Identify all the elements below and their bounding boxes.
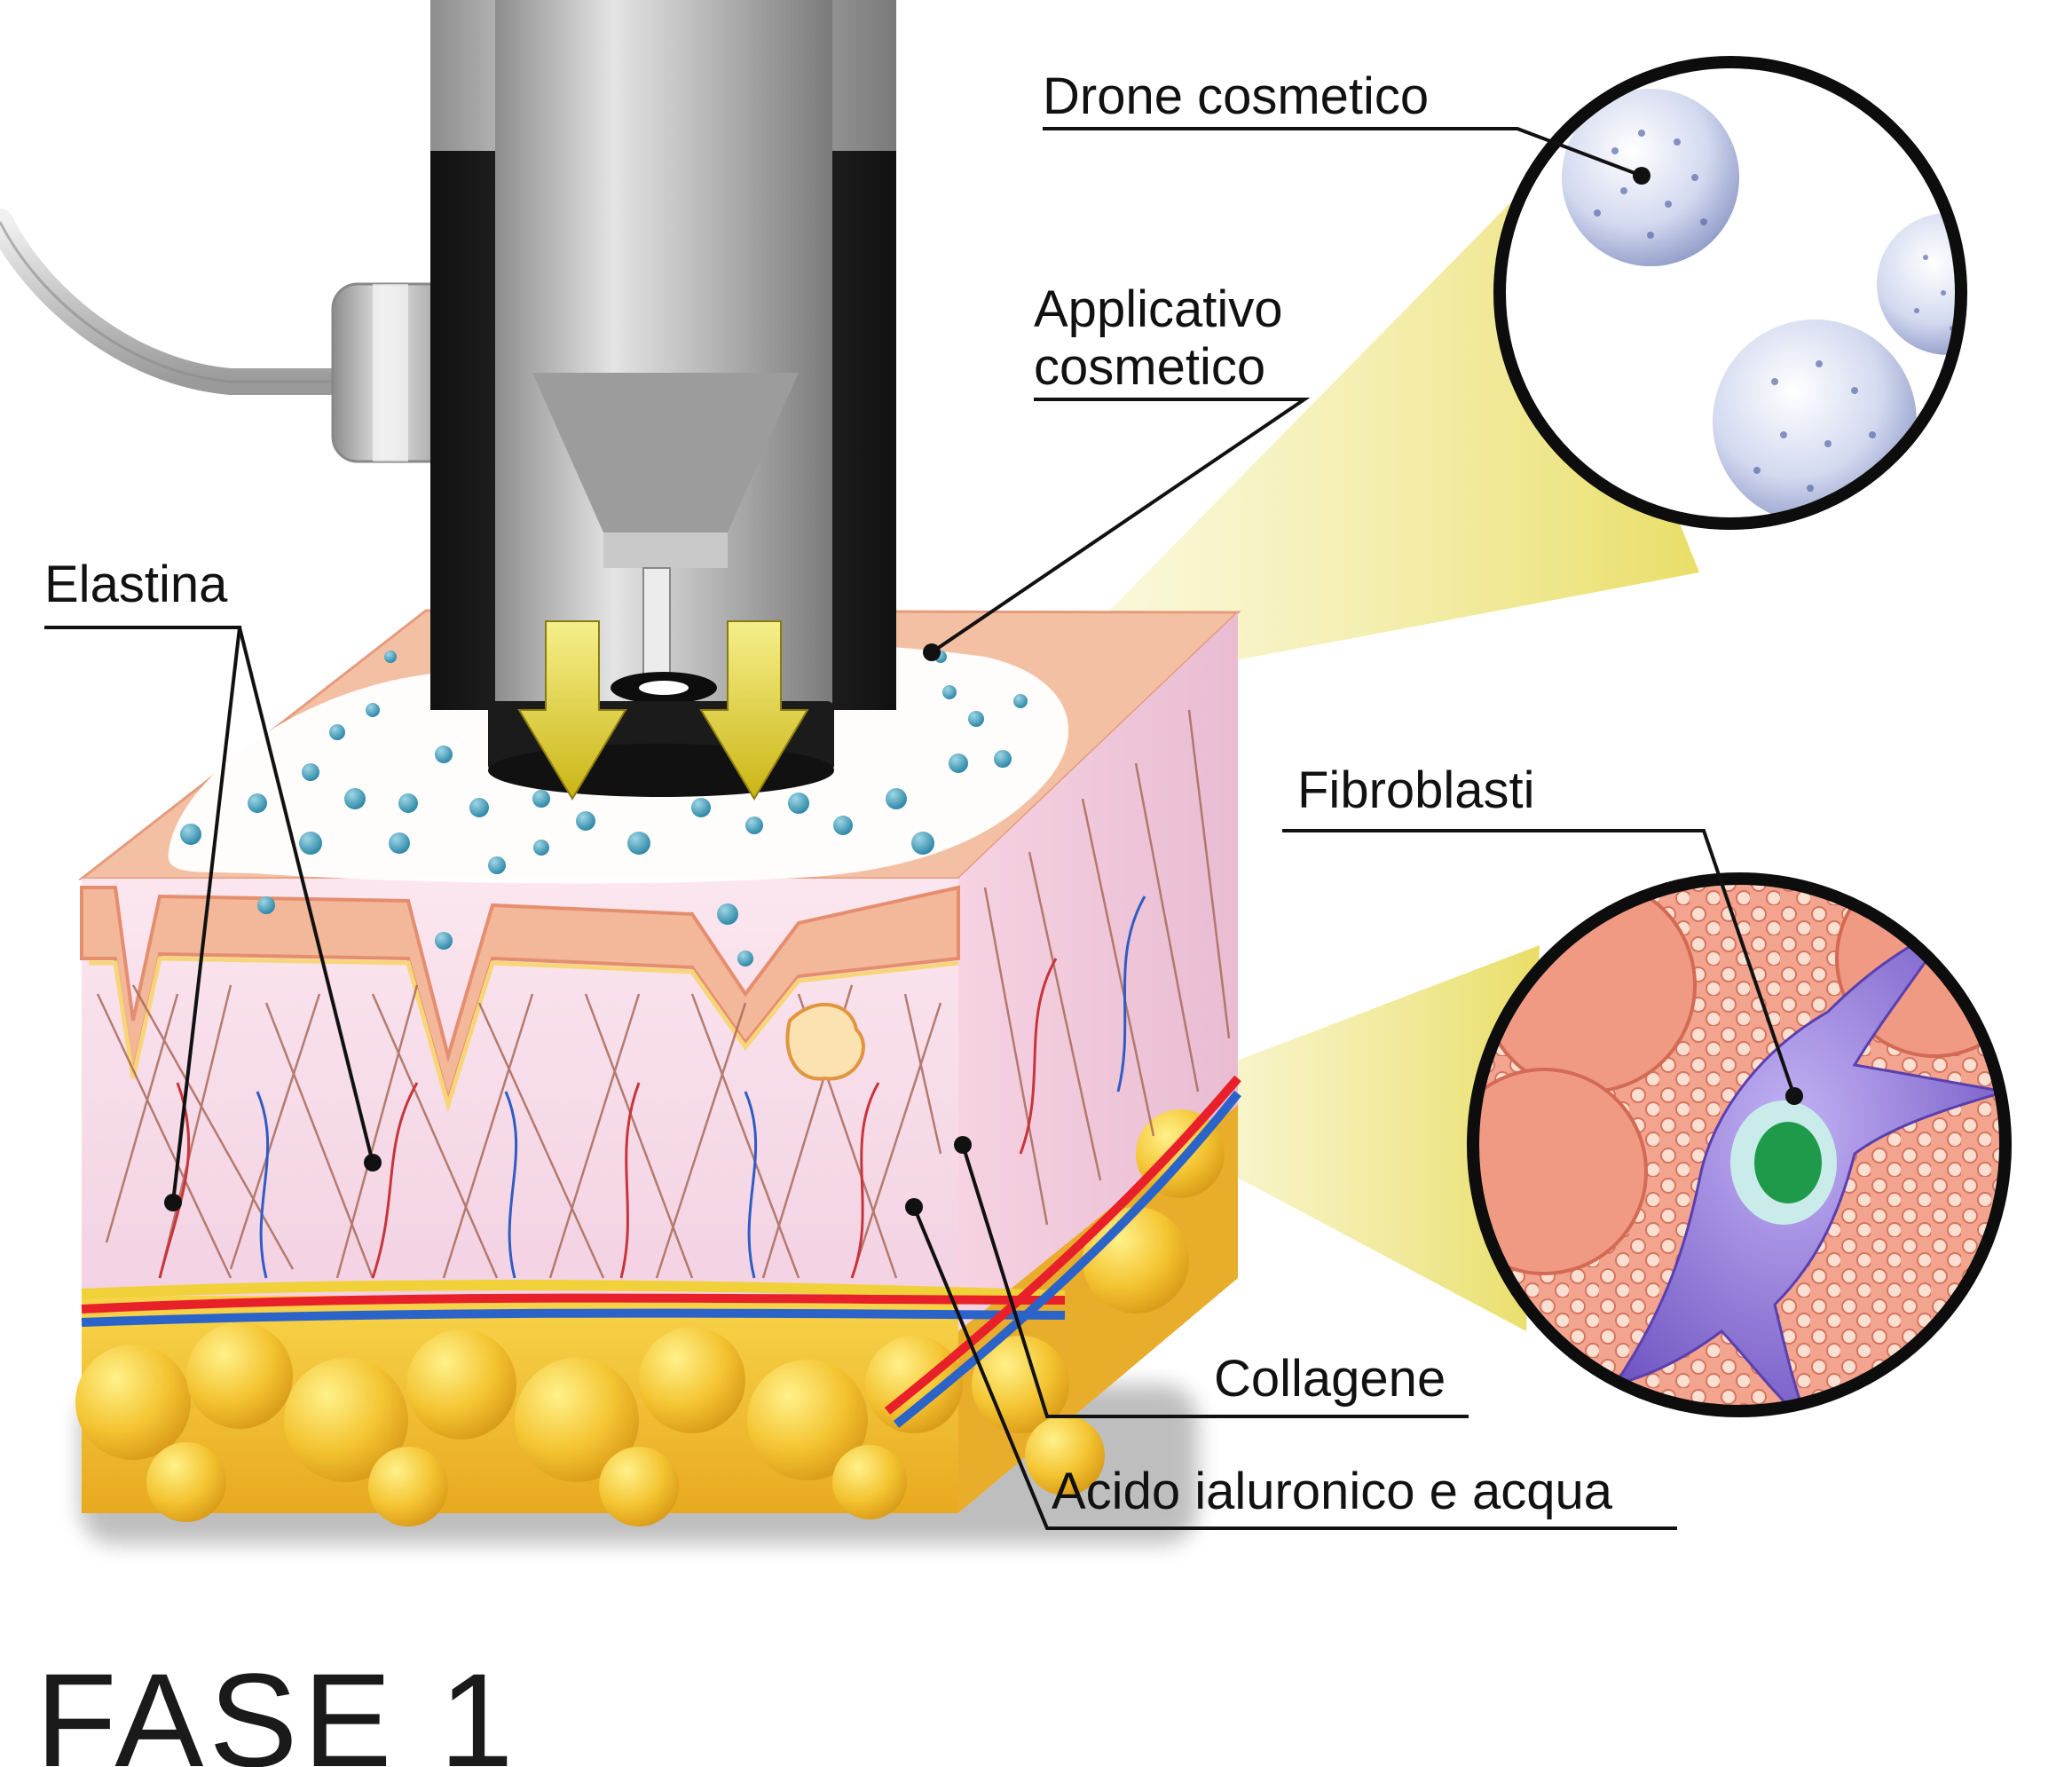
label-acido-ialuronico: Acido ialuronico e acqua — [1052, 1463, 1613, 1520]
collagen-fibers — [96, 709, 1231, 1279]
label-collagene: Collagene — [1214, 1350, 1446, 1408]
cosmetic-droplets — [180, 651, 1028, 966]
down-arrow-icon — [517, 620, 627, 801]
label-applicativo-line1: Applicativo — [1034, 280, 1282, 338]
fibroblast-zoom-beam — [1109, 945, 1540, 1331]
down-arrow-icon — [699, 620, 809, 801]
label-fibroblasti: Fibroblasti — [1297, 761, 1535, 819]
sebaceous-gland — [785, 1003, 865, 1081]
ultrasound-applicator-icon — [430, 0, 896, 801]
label-leaders — [44, 127, 1803, 1530]
phase-title: FASE 1 — [35, 1645, 519, 1767]
drone-zoom-circle — [1493, 56, 1967, 530]
label-applicativo-line2: cosmetico — [1034, 338, 1265, 396]
device-cable — [0, 209, 368, 395]
label-elastina: Elastina — [44, 556, 228, 613]
main-blood-vessels — [81, 1075, 1241, 1428]
label-drone-cosmetico: Drone cosmetico — [1043, 67, 1429, 125]
fibroblast-zoom-circle — [1467, 872, 2012, 1417]
nanosphere-icon — [1562, 89, 1961, 524]
